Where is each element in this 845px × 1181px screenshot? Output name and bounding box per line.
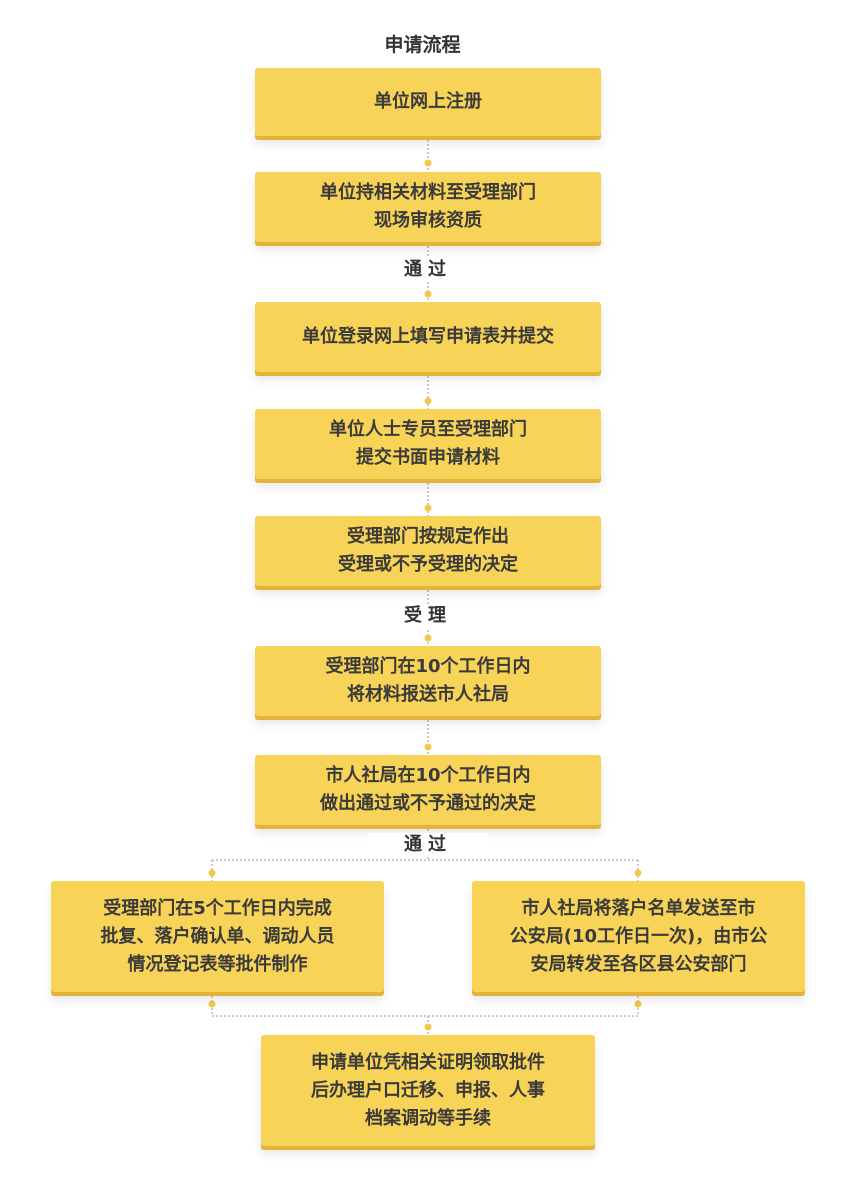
step-8-left-text: 受理部门在5个工作日内完成 批复、落户确认单、调动人员 情况登记表等批件制作 (100, 897, 335, 975)
step-8-right-text: 市人社局将落户名单发送至市 公安局(10工作日一次)，由市公 安局转发至各区县公… (509, 897, 768, 975)
step-6-box: 受理部门在10个工作日内 将材料报送市人社局 (255, 646, 601, 716)
step-4-text: 单位人士专员至受理部门 提交书面申请材料 (329, 419, 527, 468)
step-1-box: 单位网上注册 (255, 68, 601, 136)
step-3-box: 单位登录网上填写申请表并提交 (255, 302, 601, 372)
pass-label-2: 通过 (368, 833, 488, 857)
step-3-text: 单位登录网上填写申请表并提交 (302, 326, 554, 347)
step-8-right-box: 市人社局将落户名单发送至市 公安局(10工作日一次)，由市公 安局转发至各区县公… (472, 881, 805, 992)
step-2-text: 单位持相关材料至受理部门 现场审核资质 (320, 182, 536, 231)
step-5-text: 受理部门按规定作出 受理或不予受理的决定 (338, 526, 518, 575)
step-9-text: 申请单位凭相关证明领取批件 后办理户口迁移、申报、人事 档案调动等手续 (311, 1051, 545, 1129)
step-2-box: 单位持相关材料至受理部门 现场审核资质 (255, 172, 601, 242)
step-7-box: 市人社局在10个工作日内 做出通过或不予通过的决定 (255, 755, 601, 825)
diagram-title: 申请流程 (384, 34, 461, 56)
step-8-left-box: 受理部门在5个工作日内完成 批复、落户确认单、调动人员 情况登记表等批件制作 (51, 881, 384, 992)
step-6-text: 受理部门在10个工作日内 将材料报送市人社局 (325, 656, 531, 705)
step-7-text: 市人社局在10个工作日内 做出通过或不予通过的决定 (320, 765, 536, 814)
step-4-box: 单位人士专员至受理部门 提交书面申请材料 (255, 409, 601, 479)
step-9-box: 申请单位凭相关证明领取批件 后办理户口迁移、申报、人事 档案调动等手续 (261, 1035, 595, 1146)
step-1-text: 单位网上注册 (374, 91, 482, 112)
step-5-box: 受理部门按规定作出 受理或不予受理的决定 (255, 516, 601, 586)
accept-label: 受理 (368, 604, 488, 628)
pass-label-1: 通过 (368, 258, 488, 282)
